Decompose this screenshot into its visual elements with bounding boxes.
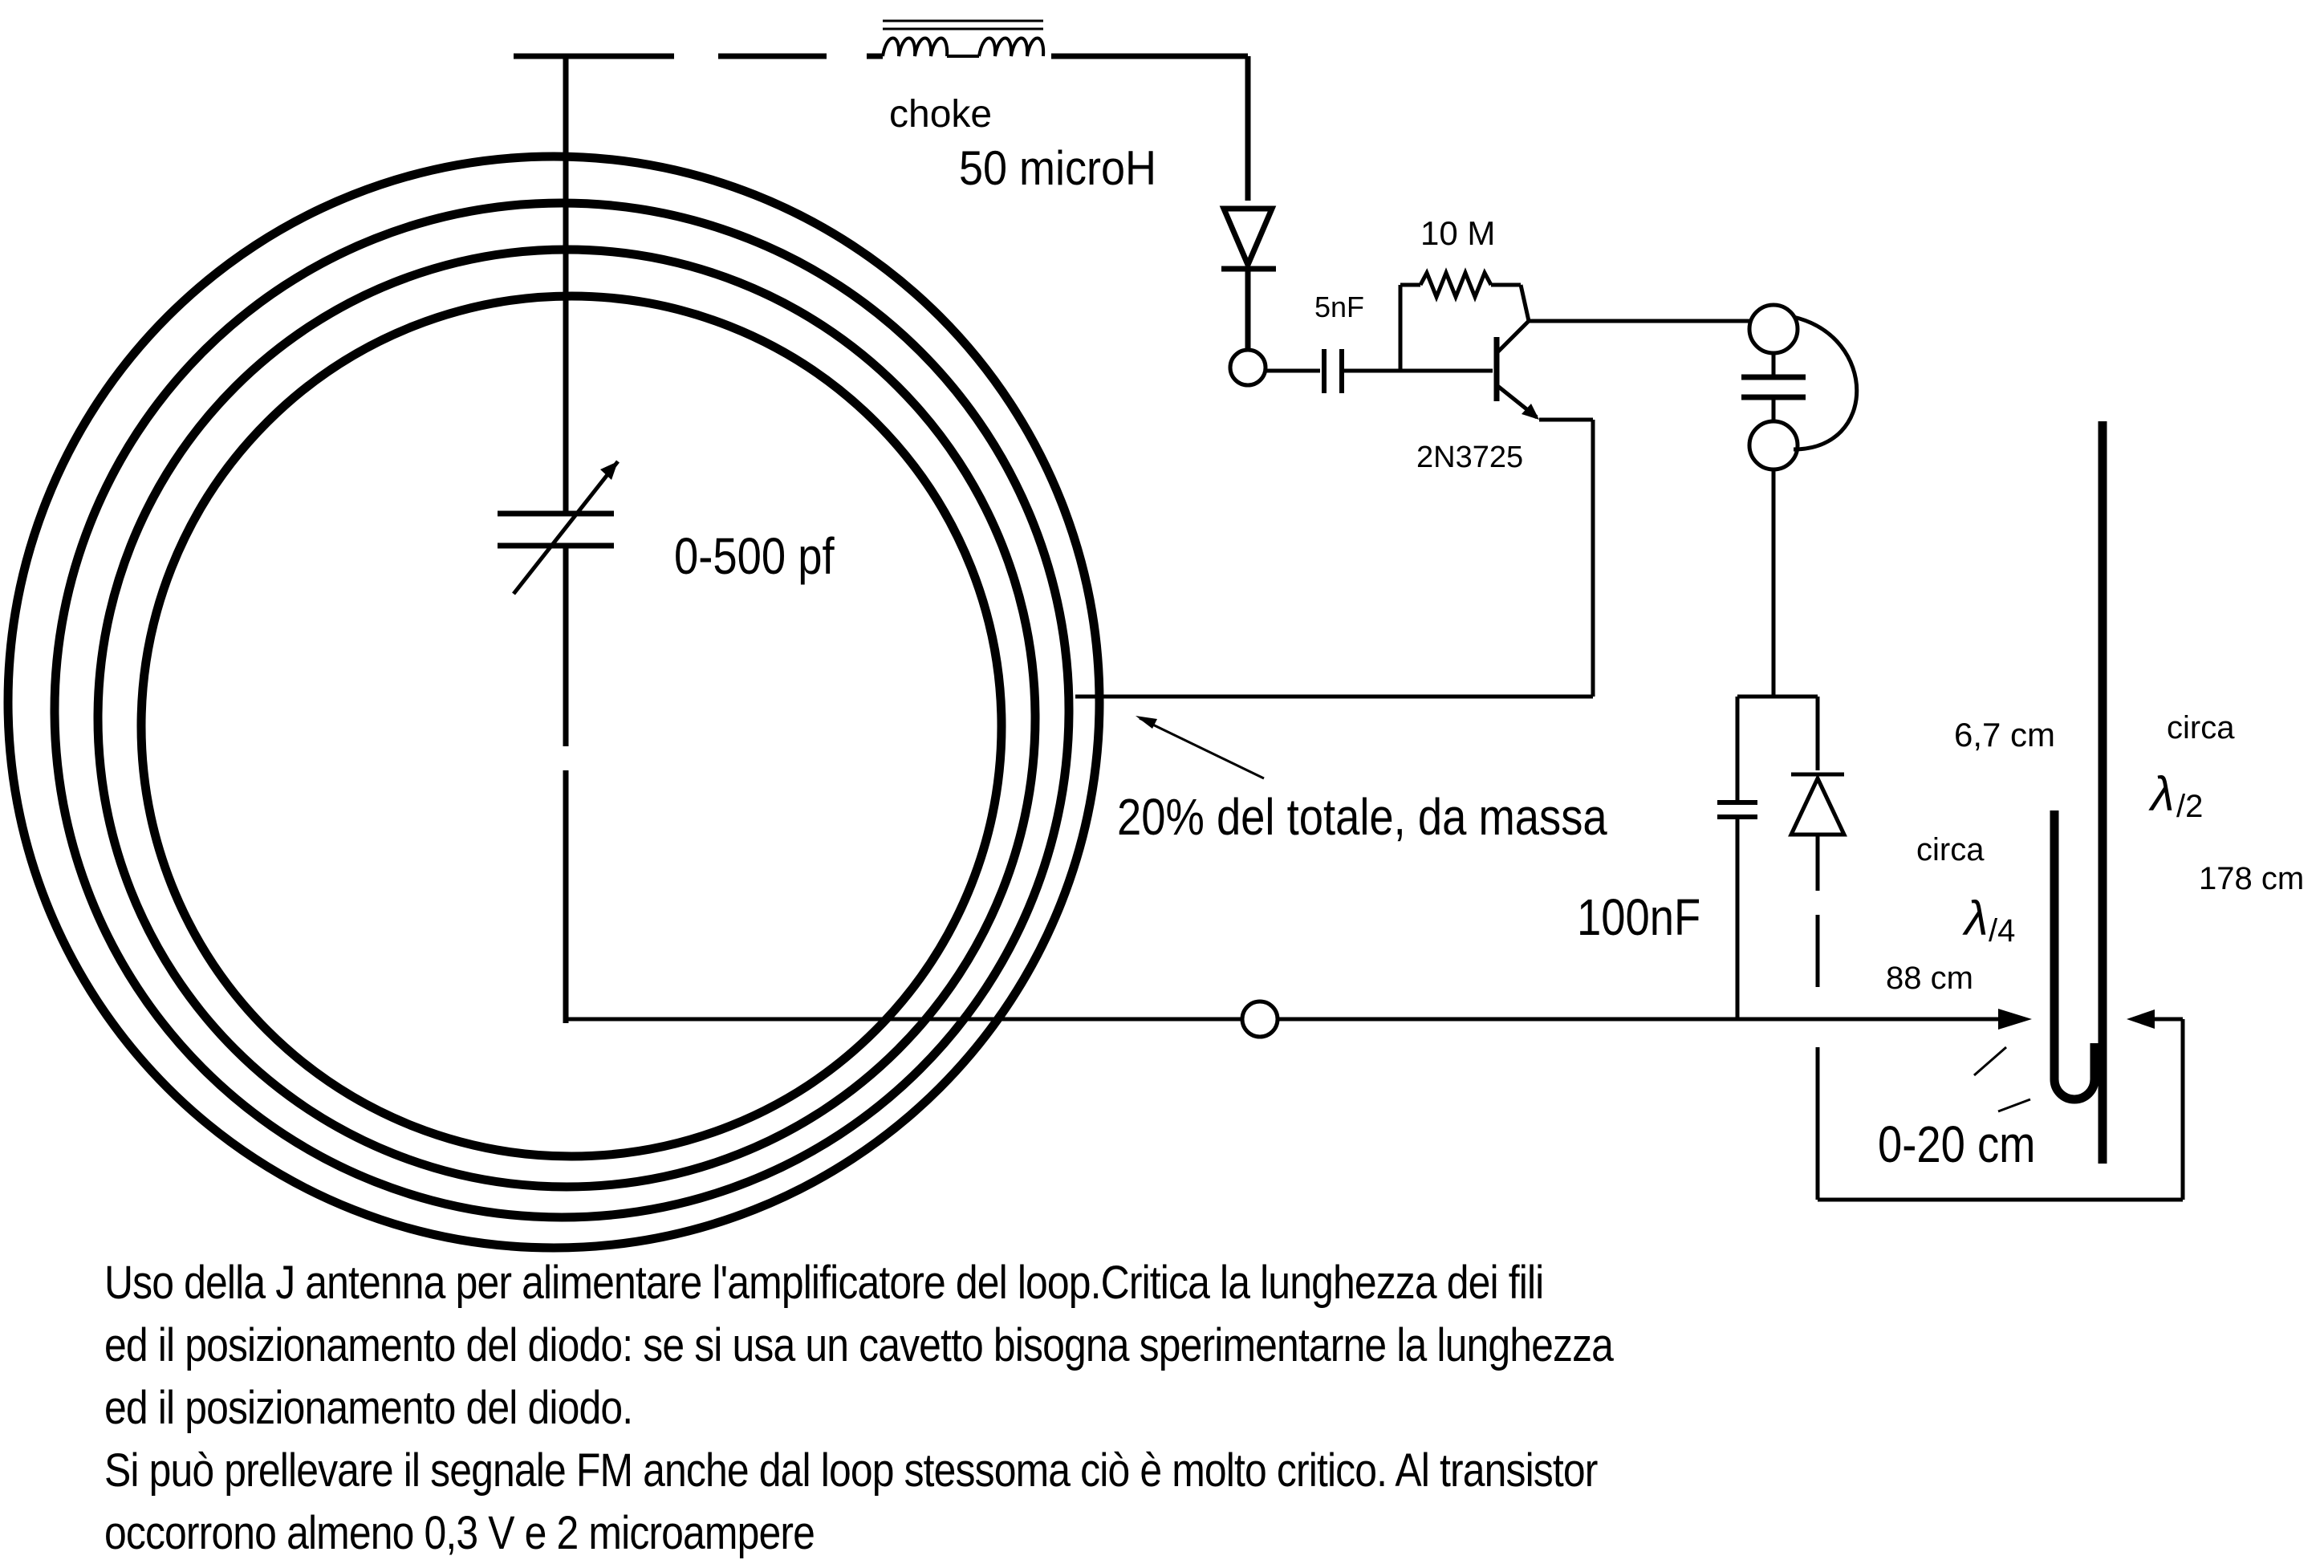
lambda-quarter-divisor: /4 xyxy=(1989,913,2015,949)
tap-pointer xyxy=(1136,716,1265,780)
top-diode xyxy=(1219,205,1277,349)
output-connector xyxy=(1741,303,1859,697)
choke-value-label: 50 microH xyxy=(959,141,1156,195)
circa-half-label: circa xyxy=(2167,710,2235,745)
caption-line-1: Uso della J antenna per alimentare l'amp… xyxy=(104,1257,1544,1309)
variable-capacitor-symbol xyxy=(498,460,620,595)
spacing-label: 6,7 cm xyxy=(1954,716,2055,754)
coupling-cap-label: 5nF xyxy=(1314,290,1364,323)
length-half-label: 178 cm xyxy=(2199,861,2304,896)
ground-bus xyxy=(566,999,2032,1039)
caption-line-3: ed il posizionamento del diodo. xyxy=(104,1382,633,1434)
loop-antenna xyxy=(3,152,1104,1253)
transistor-label: 2N3725 xyxy=(1416,441,1523,474)
choke-label: choke xyxy=(889,93,992,136)
caption-line-2: ed il posizionamento del diodo: se si us… xyxy=(104,1319,1614,1371)
detector-stage xyxy=(1717,694,2185,1202)
caption-line-5: occorrono almeno 0,3 V e 2 microampere xyxy=(104,1507,815,1559)
lambda-quarter-symbol: λ xyxy=(1962,892,1989,945)
adjust-indicators xyxy=(1973,1046,2031,1113)
tap-note-label: 20% del totale, da massa xyxy=(1117,788,1608,846)
length-quarter-label: 88 cm xyxy=(1886,961,1973,996)
transistor-stage xyxy=(1075,267,1757,699)
lambda-half-symbol: λ xyxy=(2148,767,2175,821)
adjust-range-label: 0-20 cm xyxy=(1878,1115,2035,1173)
resistor-label: 10 M xyxy=(1420,214,1495,252)
loop-turn-1 xyxy=(3,152,1104,1253)
diagram-caption: Uso della J antenna per alimentare l'amp… xyxy=(104,1252,1968,1565)
tuning-branch xyxy=(514,53,1251,1023)
loop-turn-2 xyxy=(50,198,1074,1222)
caption-line-4: Si può prellevare il segnale FM anche da… xyxy=(104,1444,1598,1497)
circa-quarter-label: circa xyxy=(1916,832,1985,867)
coupling-stage xyxy=(1228,347,1400,393)
loop-turn-4 xyxy=(136,291,1006,1161)
choke-coil xyxy=(881,19,1046,58)
tuning-cap-label: 0-500 pf xyxy=(674,527,835,585)
j-antenna xyxy=(2050,421,2107,1164)
lambda-half-divisor: /2 xyxy=(2176,789,2203,824)
bypass-cap-label: 100nF xyxy=(1577,888,1700,946)
